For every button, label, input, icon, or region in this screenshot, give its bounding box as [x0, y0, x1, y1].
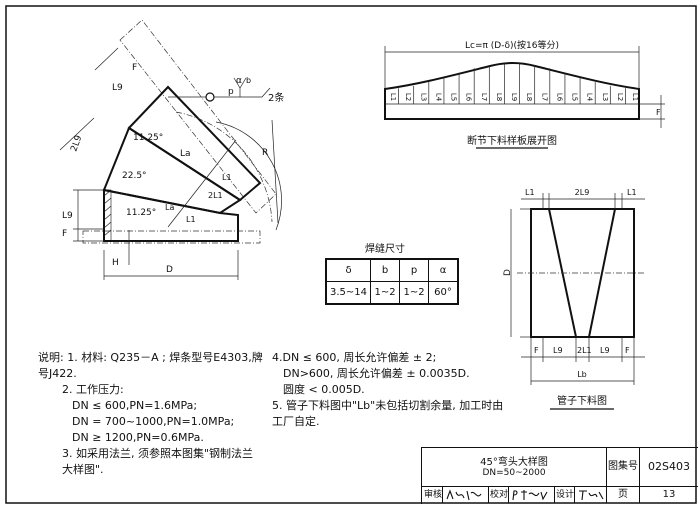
note-line: 3. 如采用法兰, 须参照本图集"钢制法兰大样图". [62, 447, 254, 476]
reviewer-signature [446, 489, 482, 501]
dim-label: R [262, 148, 268, 158]
table-header: b [370, 258, 401, 282]
dim-label: b [246, 76, 251, 85]
table-header: p [399, 258, 430, 282]
cell-label: L3 [419, 93, 427, 101]
cell-label: L4 [434, 93, 442, 102]
cell-label: L1 [631, 93, 639, 101]
dim-label: L1 [222, 173, 232, 182]
table-cell: 1~2 [399, 281, 430, 305]
dim-label: 2L1 [577, 346, 592, 355]
development-drawing: Lc=π (D-δ)(按16等分) L1 L2 L3 L4 L5 L6 L7 L8 L9 L8 L7… [384, 39, 665, 149]
bottom-flange [82, 230, 261, 244]
note-line: 1. 材料: Q235－A ; 焊条型号E4303,牌号J422. [38, 351, 263, 380]
weld-size-table: δ b p α 3.5~14 1~2 1~2 60° [325, 258, 460, 305]
dim-label: F [625, 346, 630, 355]
dim-label: La [165, 203, 174, 212]
elbow-centerline-arc [175, 111, 273, 223]
pipe-cutting-drawing: D L1 2L9 L1 F L9 2L1 L9 F Lb 管子下料图 [503, 188, 645, 410]
notes-right: 4.DN ≤ 600, 周长允许偏差 ± 2; DN>600, 周长允许偏差 ±… [272, 350, 510, 430]
dim-label: p [228, 87, 234, 97]
cell-label: L5 [571, 93, 579, 101]
dim-label: L1 [627, 188, 637, 197]
dim-label: L9 [553, 346, 563, 355]
atlas-number: 02S403 [640, 448, 698, 487]
wall-hatch [103, 189, 112, 242]
angle-label: 11.25° [126, 208, 156, 218]
dim-label: D [166, 265, 173, 275]
development-caption: 断节下料样板展开图 [467, 134, 557, 147]
dim-label: L9 [600, 346, 610, 355]
drawing-title: 45°弯头大样图 [480, 457, 548, 468]
cell-label: L6 [555, 93, 563, 102]
cell-label: L2 [616, 93, 624, 101]
weld-table-title: 焊缝尺寸 [365, 242, 405, 255]
note-line: DN>600, 周长允许偏差 ± 0.0035D. [283, 367, 470, 380]
notes-left: 说明: 1. 材料: Q235－A ; 焊条型号E4303,牌号J422. 2.… [38, 350, 264, 478]
dim-label: α [236, 76, 242, 86]
note-line: 4.DN ≤ 600, 周长允许偏差 ± 2; [272, 351, 437, 364]
cell-label: L4 [586, 93, 594, 102]
design-label: 设计 [556, 490, 575, 500]
cell-label: L1 [389, 93, 397, 101]
cell-label: L8 [525, 93, 533, 101]
dim-label: L9 [62, 211, 73, 221]
dim-label: F [62, 229, 67, 239]
dim-label: L9 [112, 83, 123, 93]
table-header: α [428, 258, 459, 282]
table-cell: 3.5~14 [325, 281, 372, 305]
drawing-subtitle: DN=50~2000 [482, 468, 546, 478]
table-header: δ [325, 258, 372, 282]
note-line: DN ≤ 600,PN=1.6MPa; [72, 399, 198, 412]
pipe-caption: 管子下料图 [557, 394, 607, 407]
review-label: 审核 [424, 490, 443, 500]
designer-signature [579, 490, 604, 501]
note-line: DN = 700~1000,PN=1.0MPa; [72, 415, 235, 428]
dim-label: Lb [577, 370, 587, 379]
dim-label: F [656, 108, 661, 117]
sheet-border [5, 5, 697, 504]
cell-label: L6 [465, 93, 473, 102]
dim-label: 2条 [268, 91, 284, 104]
dim-label: 2L9 [69, 134, 84, 153]
dim-label: F [132, 63, 137, 73]
page-label: 页 [607, 487, 640, 503]
table-cell: 1~2 [370, 281, 401, 305]
note-line: 5. 管子下料图中"Lb"未包括切割余量, 加工时由工厂自定. [272, 399, 504, 428]
angle-label: 22.5° [122, 171, 147, 181]
notes-prefix: 说明: [38, 351, 64, 364]
dim-label: D [503, 269, 513, 276]
weld-symbol-circle [205, 92, 215, 102]
page-number: 13 [662, 489, 676, 500]
development-outline [384, 62, 640, 120]
dim-label: H [112, 258, 119, 268]
dim-label: L1 [186, 215, 196, 224]
title-block: 45°弯头大样图 DN=50~2000 图集号 02S403 审核 校对 设计 … [421, 447, 698, 504]
cell-label: L2 [404, 93, 412, 101]
atlas-label: 图集号 [607, 448, 640, 487]
cell-label: L7 [480, 93, 488, 101]
top-flange [119, 19, 277, 214]
cell-label: L8 [495, 93, 503, 101]
dim-label: La [180, 149, 191, 159]
cell-label: L5 [450, 93, 458, 101]
note-line: DN ≥ 1200,PN=0.6MPa. [72, 431, 204, 444]
development-formula: Lc=π (D-δ)(按16等分) [465, 39, 559, 51]
note-line: 圆度 < 0.005D. [283, 383, 365, 396]
note-line: 2. 工作压力: [62, 383, 124, 396]
cell-label: L9 [510, 93, 518, 101]
dim-label: L1 [525, 188, 535, 197]
angle-label: 11.25° [133, 133, 163, 143]
elbow-drawing: 11.25° 22.5° 11.25° α b p 2条 R D H L9 F … [59, 19, 284, 280]
elbow-segment-top [127, 85, 262, 202]
dim-label: F [534, 346, 539, 355]
check-label: 校对 [490, 490, 509, 500]
table-cell: 60° [428, 281, 459, 305]
cell-label: L7 [540, 93, 548, 101]
cell-label: L3 [601, 93, 609, 101]
dim-label: 2L1 [208, 191, 223, 200]
checker-signature [512, 490, 548, 501]
dim-label: 2L9 [575, 188, 590, 197]
